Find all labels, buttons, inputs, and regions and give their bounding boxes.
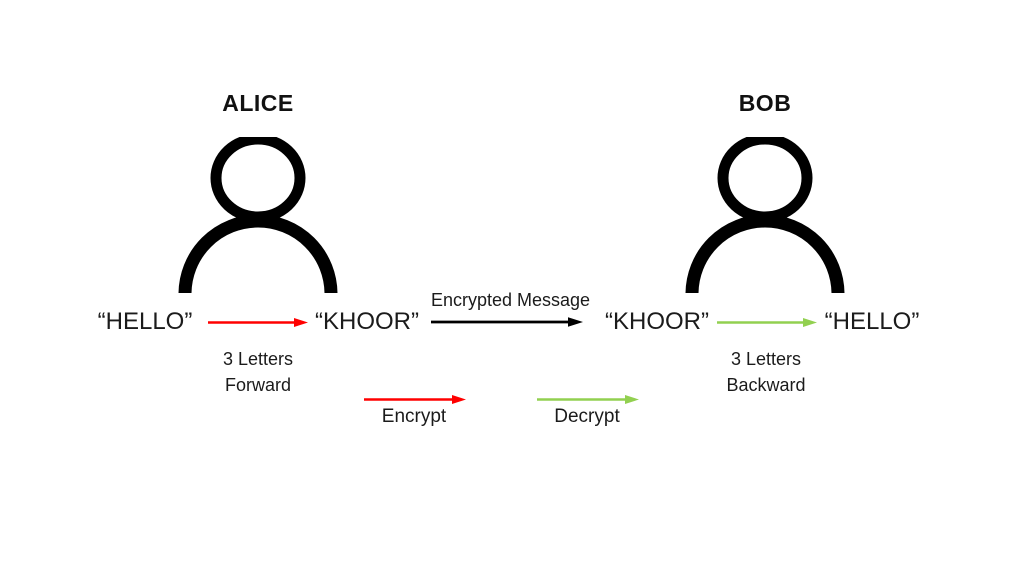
person-head bbox=[210, 137, 306, 223]
bob-ciphertext: “KHOOR” bbox=[605, 308, 709, 335]
alice-key-note: 3 Letters Forward bbox=[198, 346, 318, 398]
bob-key-note-line1: 3 Letters bbox=[730, 349, 802, 369]
arrow-head bbox=[803, 318, 817, 327]
arrow-head bbox=[625, 395, 639, 404]
alice-key-note-line1: 3 Letters bbox=[222, 349, 294, 369]
bob-title: BOB bbox=[738, 90, 792, 116]
bob-person-icon bbox=[685, 137, 845, 293]
arrow-head bbox=[568, 317, 583, 327]
alice-person-icon bbox=[178, 137, 338, 293]
person-head bbox=[717, 137, 813, 223]
arrow-head bbox=[452, 395, 466, 404]
person-body bbox=[685, 214, 845, 293]
person-body bbox=[178, 214, 338, 293]
arrow-head bbox=[294, 318, 308, 327]
encrypted-message-label: Encrypted Message bbox=[430, 290, 591, 310]
bob-plaintext: “HELLO” bbox=[824, 308, 920, 335]
encrypted-message-arrow bbox=[431, 317, 583, 327]
encrypt-arrow bbox=[208, 318, 308, 327]
legend-decrypt-arrow bbox=[537, 395, 639, 404]
legend-encrypt-label: Encrypt bbox=[381, 406, 447, 427]
legend-decrypt-label: Decrypt bbox=[554, 406, 620, 427]
alice-title: ALICE bbox=[222, 90, 294, 116]
legend-encrypt-arrow bbox=[364, 395, 466, 404]
bob-key-note: 3 Letters Backward bbox=[705, 346, 827, 398]
bob-key-note-line2: Backward bbox=[726, 375, 806, 395]
alice-plaintext: “HELLO” bbox=[97, 308, 193, 335]
alice-ciphertext: “KHOOR” bbox=[315, 308, 419, 335]
alice-key-note-line2: Forward bbox=[224, 375, 291, 395]
decrypt-arrow bbox=[717, 318, 817, 327]
